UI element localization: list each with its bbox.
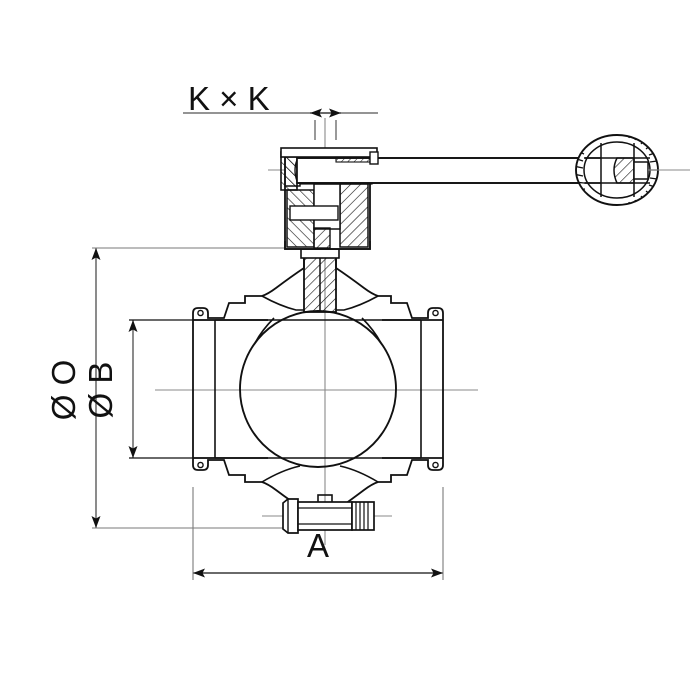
mount-pin-slot [289,205,339,221]
body-right-upper-shoulder [335,258,379,297]
ball-seat-right-lower [339,465,379,483]
dimension-diameter-b [128,319,215,459]
lever-shim-strip [335,156,371,163]
bolt-hex-head [282,498,299,534]
lever-top-plate [280,147,378,158]
ball-outer-circle [239,310,397,468]
ball-closure-member [215,295,421,483]
right-ferrule [378,295,444,483]
drain-bolt [282,498,375,534]
ball-seat-left-upper [261,295,304,311]
valve-body-outline [192,319,444,459]
label-k-times-k: K × K [188,80,270,117]
mount-hatch-right [339,183,369,248]
left-ferrule [192,295,262,483]
ball-seat-right-upper [336,295,379,311]
bolt-thread-section [351,501,375,531]
dimension-length-a [192,487,444,580]
right-ferrule-top-profile [378,295,444,320]
dimension-diameter-o [91,247,330,529]
label-diameter-b: Ø B [82,362,119,419]
label-length-a: A [307,527,329,564]
ball-grip [575,134,678,206]
right-ferrule-bottom-bead [432,461,439,469]
grip-core-hatch [613,157,635,184]
mount-bottom-flange [284,241,371,250]
ball-upper-right-cut [361,317,382,344]
lever-hub-nose [294,159,298,182]
left-ferrule-bottom-bead [197,461,204,469]
right-ferrule-bottom-profile [378,458,444,483]
left-ferrule-top-profile [192,295,262,320]
right-ferrule-top-bead [432,309,439,317]
dimension-k-times-k [183,108,378,140]
label-diameter-o: Ø O [45,360,82,421]
bolt-thread-lines [355,502,369,530]
lever-arm [280,147,586,191]
grip-end-nut [633,161,649,180]
mount-key-block [313,227,331,249]
body-left-upper-shoulder [261,258,305,297]
stem-collar [300,248,340,259]
bolt-shank [297,501,353,531]
lever-retainer-block [369,151,379,165]
left-ferrule-top-bead [197,309,204,317]
ball-seat-left-lower [261,465,301,483]
ball-upper-left-cut [254,317,275,344]
valve-stem [300,248,340,313]
left-ferrule-bottom-profile [192,458,262,483]
